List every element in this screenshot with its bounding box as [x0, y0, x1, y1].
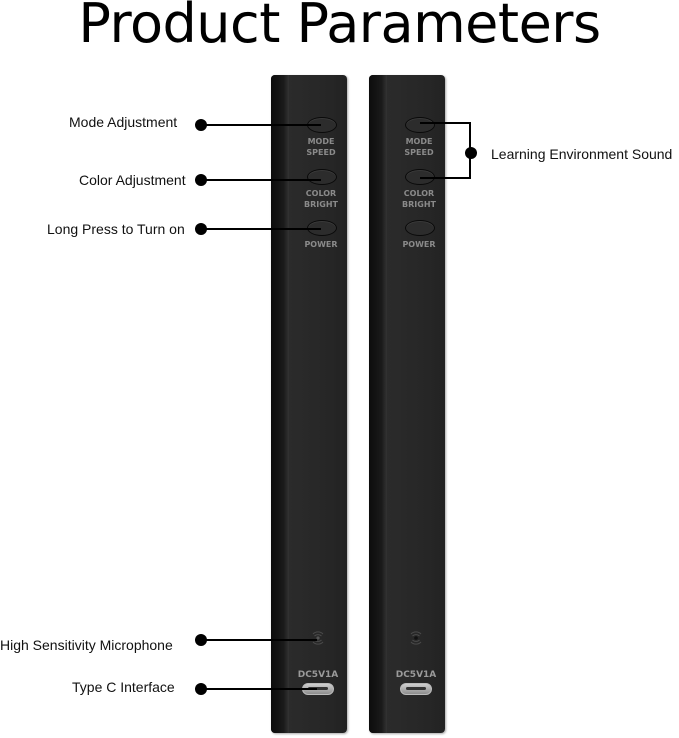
- bright-text-right: BRIGHT: [402, 200, 436, 209]
- mode-adjustment-label: Mode Adjustment: [69, 114, 178, 130]
- device-right: [369, 75, 445, 733]
- learning-bracket-top: [420, 122, 470, 124]
- microphone-icon-left: [312, 631, 324, 645]
- usb-c-port-right: [400, 683, 432, 695]
- dc-label-left: DC5V1A: [297, 670, 339, 680]
- device-left: [271, 75, 347, 733]
- learning-callout-dot: [465, 147, 477, 159]
- power-callout-line: [201, 228, 321, 230]
- power-button-right: [405, 220, 435, 236]
- mode-text-left: MODE: [307, 137, 335, 146]
- color-callout-line: [201, 179, 321, 181]
- learning-bracket-bottom: [420, 177, 470, 179]
- type-c-label: Type C Interface: [72, 679, 175, 695]
- device-left-edge: [271, 75, 289, 733]
- power-text-right: POWER: [402, 240, 436, 249]
- microphone-icon-right: [410, 631, 422, 645]
- type-c-callout-line: [201, 688, 317, 690]
- power-label: Long Press to Turn on: [47, 221, 185, 237]
- power-text-left: POWER: [304, 240, 338, 249]
- mode-callout-line: [201, 124, 321, 126]
- dc-label-right: DC5V1A: [395, 670, 437, 680]
- learning-sound-label: Learning Environment Sound: [491, 146, 673, 162]
- mode-text-right: MODE: [405, 137, 433, 146]
- color-bright-button-left: [307, 169, 337, 185]
- color-text-right: COLOR: [403, 189, 435, 198]
- bright-text-left: BRIGHT: [304, 200, 338, 209]
- microphone-label: High Sensitivity Microphone: [0, 637, 173, 653]
- color-adjustment-label: Color Adjustment: [79, 172, 186, 188]
- mode-speed-button-right: [405, 117, 435, 133]
- speed-text-right: SPEED: [404, 148, 434, 157]
- microphone-callout-line: [201, 639, 317, 641]
- page-title: Product Parameters: [78, 0, 601, 55]
- color-text-left: COLOR: [305, 189, 337, 198]
- device-right-edge: [369, 75, 387, 733]
- speed-text-left: SPEED: [306, 148, 336, 157]
